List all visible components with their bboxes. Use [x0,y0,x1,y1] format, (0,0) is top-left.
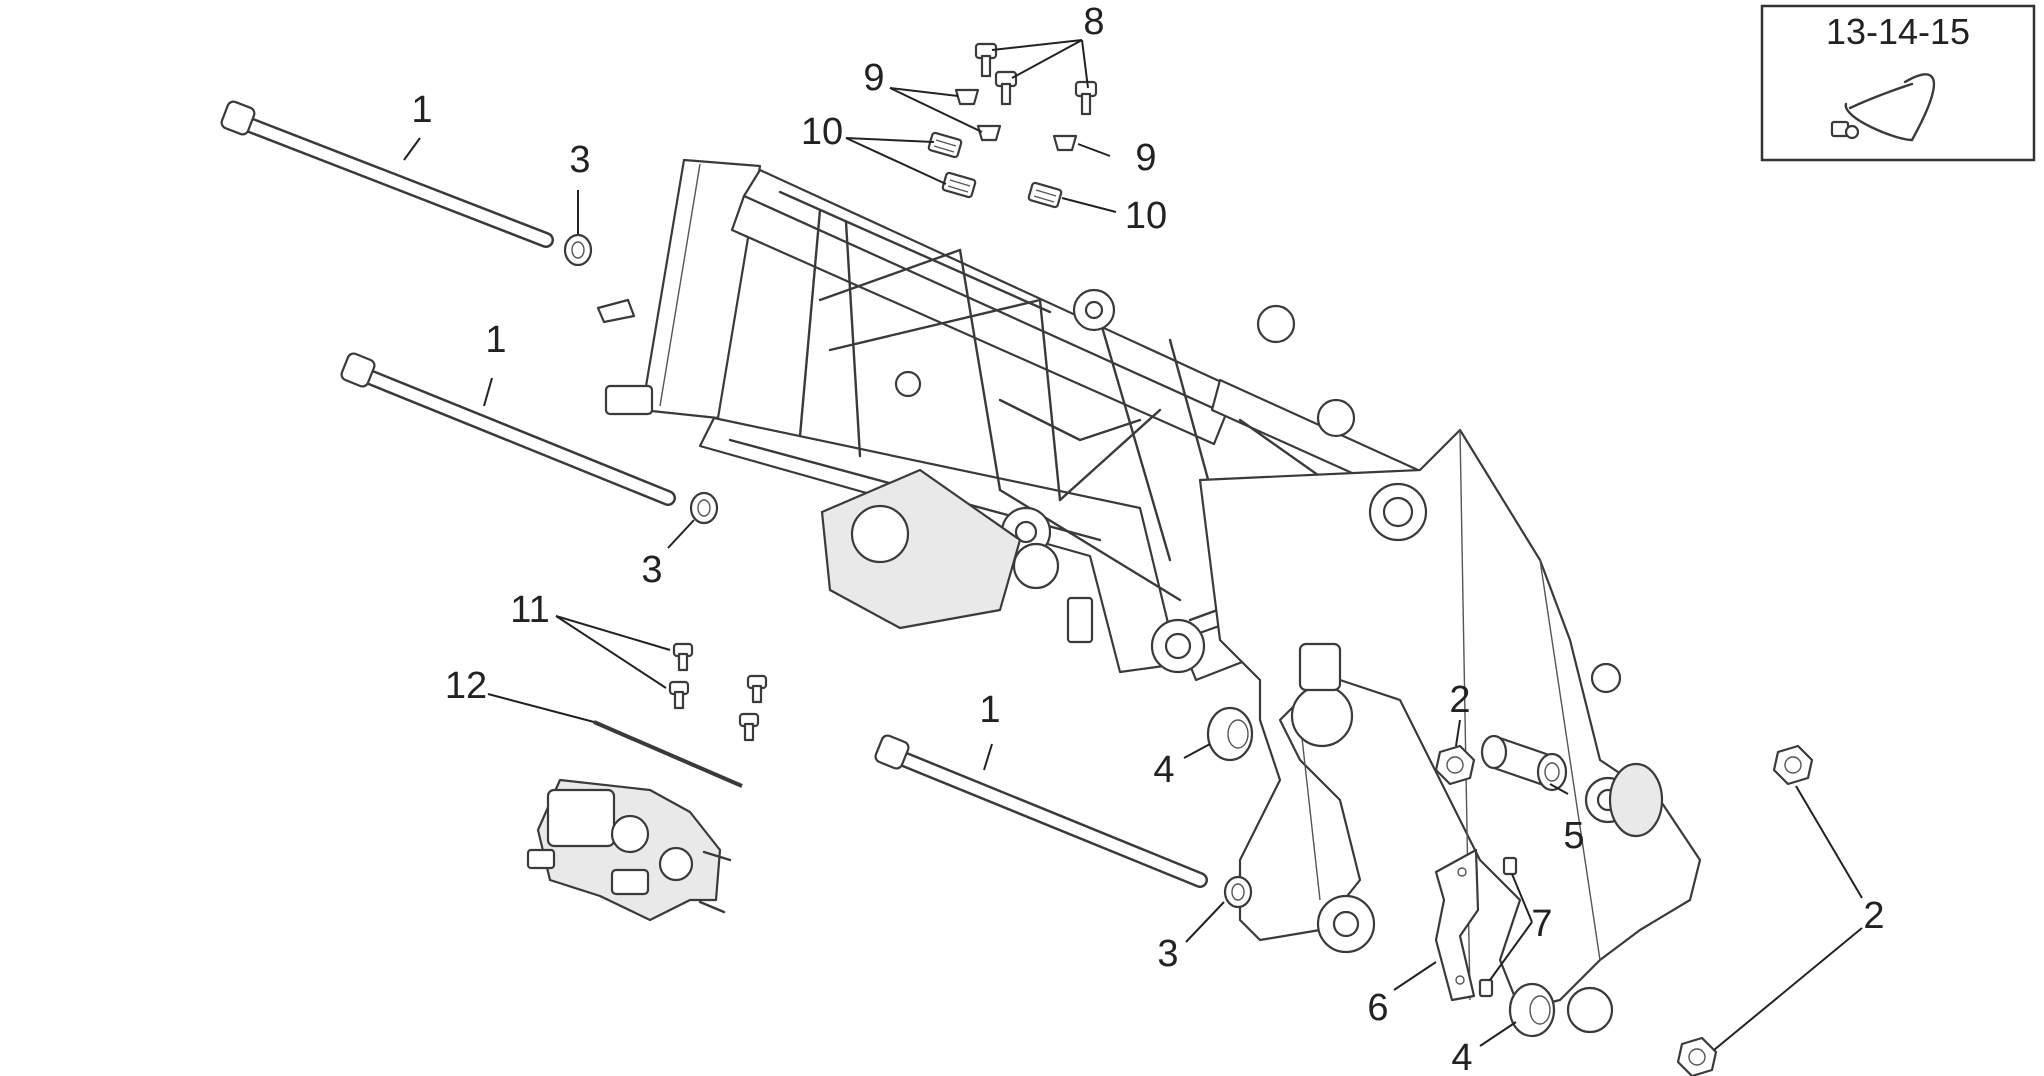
callout-7: 7 [1531,903,1552,945]
callout-1-middle: 1 [485,319,506,361]
hose-clamp-icon [1830,73,1935,142]
callout-3-bottom: 3 [1157,933,1178,975]
callout-9-right: 9 [1135,137,1156,179]
screw-11-b[interactable] [668,680,690,710]
nut-right[interactable] [1772,744,1814,786]
callout-10-left: 10 [801,111,843,153]
bush[interactable] [1480,734,1568,792]
screw-11-d[interactable] [738,712,760,742]
washer-bottom[interactable] [1223,875,1253,909]
callout-labels: 1 1 1 2 2 3 3 3 4 4 5 6 7 8 9 9 10 10 11… [411,1,1884,1076]
bolt-8-b[interactable] [994,70,1018,106]
frame-bolt-rod-top[interactable] [220,100,554,248]
callout-2-right: 2 [1863,895,1884,937]
callout-10-right: 10 [1125,195,1167,237]
callout-11: 11 [510,589,549,631]
washer-middle[interactable] [689,491,719,525]
bush-9-c[interactable] [1052,134,1078,152]
inset-box[interactable]: 13-14-15 [1760,4,2036,162]
callout-6: 6 [1367,987,1388,1029]
inset-label: 13-14-15 [1826,11,1970,52]
callout-3-middle: 3 [641,549,662,591]
actuator-unit[interactable] [526,778,732,922]
mounting-plate[interactable] [1434,848,1480,1002]
bush-9-b[interactable] [976,124,1002,142]
spacer-upper[interactable] [1206,706,1254,762]
motorcycle-frame[interactable] [596,158,1702,1034]
damper-10-b[interactable] [941,171,977,199]
bolt-8-c[interactable] [1074,80,1098,116]
callout-8: 8 [1083,1,1104,43]
shaft-12[interactable] [593,720,743,788]
nut-bottom[interactable] [1676,1036,1718,1076]
spacer-lower[interactable] [1508,982,1556,1038]
damper-10-c[interactable] [1027,181,1063,209]
screw-11-a[interactable] [672,642,694,672]
bolt-8-a[interactable] [974,42,998,78]
callout-9-left: 9 [863,57,884,99]
callout-4-upper: 4 [1153,749,1174,791]
washer-top[interactable] [563,233,593,267]
callout-1-top: 1 [411,89,432,131]
callout-5: 5 [1563,815,1584,857]
callout-4-lower: 4 [1451,1037,1472,1076]
frame-bolt-rod-bottom[interactable] [874,734,1208,888]
plate-screw-lower[interactable] [1478,978,1494,998]
damper-10-a[interactable] [927,131,963,159]
plate-screw-upper[interactable] [1502,856,1518,876]
frame-bolt-rod-middle[interactable] [340,352,676,506]
callout-1-bottom: 1 [979,689,1000,731]
nut-middle[interactable] [1434,744,1476,786]
leader-lines [403,39,1863,1051]
screw-11-c[interactable] [746,674,768,704]
bush-9-a[interactable] [954,88,980,106]
callout-12: 12 [445,665,487,707]
callout-2-middle: 2 [1449,679,1470,721]
callout-3-top: 3 [569,139,590,181]
